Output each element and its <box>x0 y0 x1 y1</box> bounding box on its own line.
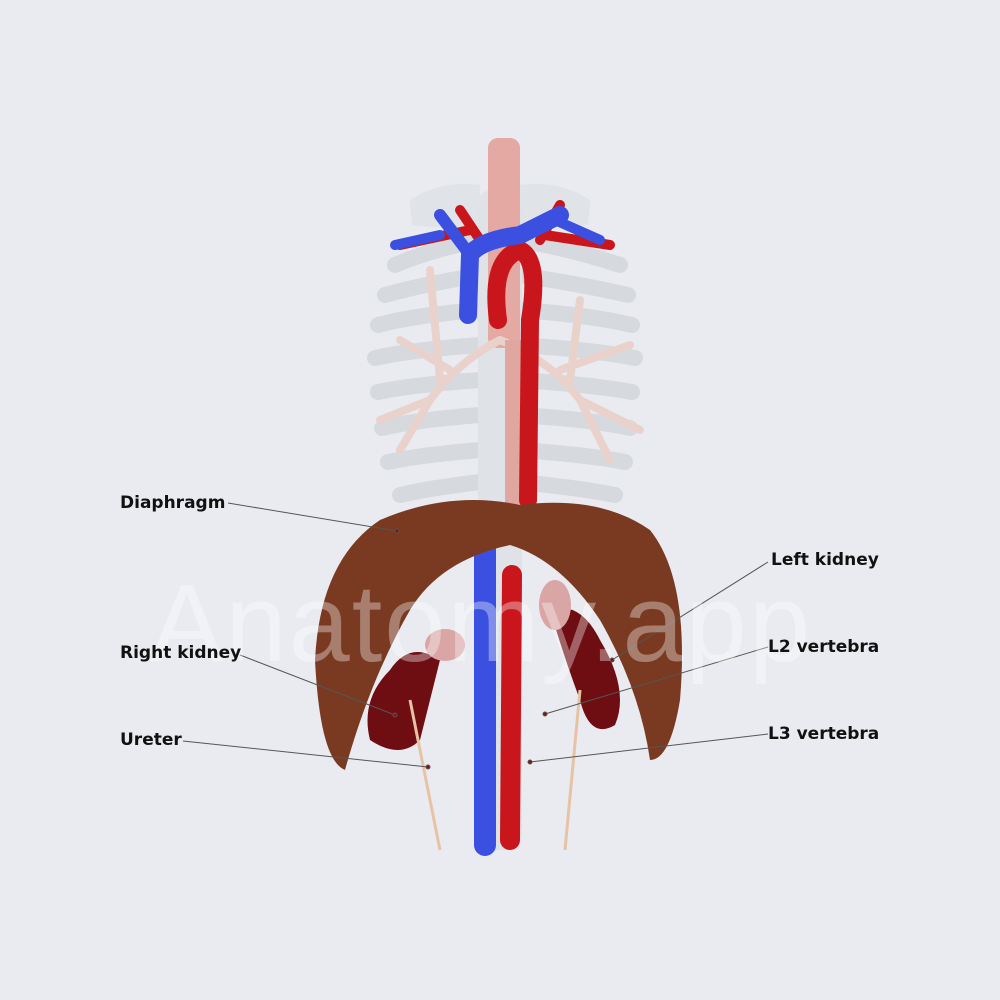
leader-lines <box>182 502 769 770</box>
label-diaphragm: Diaphragm <box>120 493 226 513</box>
diaphragm <box>315 500 682 770</box>
label-l2-vertebra: L2 vertebra <box>768 637 880 657</box>
kidneys <box>367 608 620 750</box>
label-left-kidney: Left kidney <box>771 550 879 570</box>
bronchial-tree <box>376 266 644 464</box>
label-right-kidney: Right kidney <box>120 643 242 663</box>
watermark: Anatomy.app <box>150 562 813 685</box>
adrenal-glands <box>425 580 571 661</box>
label-ureter: Ureter <box>120 730 182 750</box>
ureters <box>408 689 582 851</box>
vena-cava <box>390 206 605 856</box>
label-l3-vertebra: L3 vertebra <box>768 724 880 744</box>
